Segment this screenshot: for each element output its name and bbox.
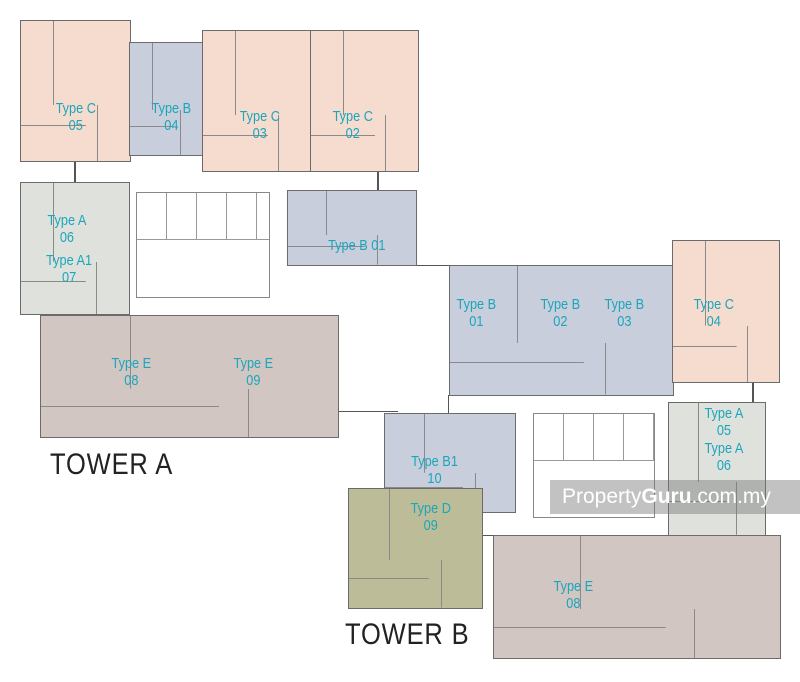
unit-type-d-09[interactable]	[348, 488, 483, 609]
unit-type-a-05-06[interactable]	[668, 402, 766, 536]
unit-type-c-02[interactable]	[310, 30, 419, 172]
corridor-line	[448, 395, 449, 415]
unit-type-c-04[interactable]	[672, 240, 780, 383]
unit-type-b-01-02-03[interactable]	[449, 265, 674, 396]
corridor-line	[377, 170, 379, 192]
lift-core-tower-b	[533, 413, 655, 518]
unit-type-a-06-a1-07[interactable]	[20, 182, 130, 315]
unit-type-b-01-top[interactable]	[287, 190, 417, 266]
corridor-line	[752, 382, 754, 404]
unit-label: Type B 01	[328, 237, 386, 254]
watermark: PropertyGuru.com.my	[550, 480, 800, 514]
unit-type-e-08-tower-b[interactable]	[493, 535, 781, 659]
corridor-line	[338, 411, 398, 412]
corridor-line	[74, 160, 76, 182]
unit-type-e-08-09-tower-a[interactable]	[40, 315, 339, 438]
tower-b-label: TOWER B	[345, 618, 470, 651]
corridor-line	[415, 265, 450, 266]
lift-core-tower-a	[136, 192, 270, 298]
unit-type-b-04[interactable]	[129, 42, 204, 156]
unit-type-c-05[interactable]	[20, 20, 131, 162]
corridor-line	[482, 535, 502, 536]
unit-type-c-03[interactable]	[202, 30, 312, 172]
tower-a-label: TOWER A	[50, 448, 174, 481]
